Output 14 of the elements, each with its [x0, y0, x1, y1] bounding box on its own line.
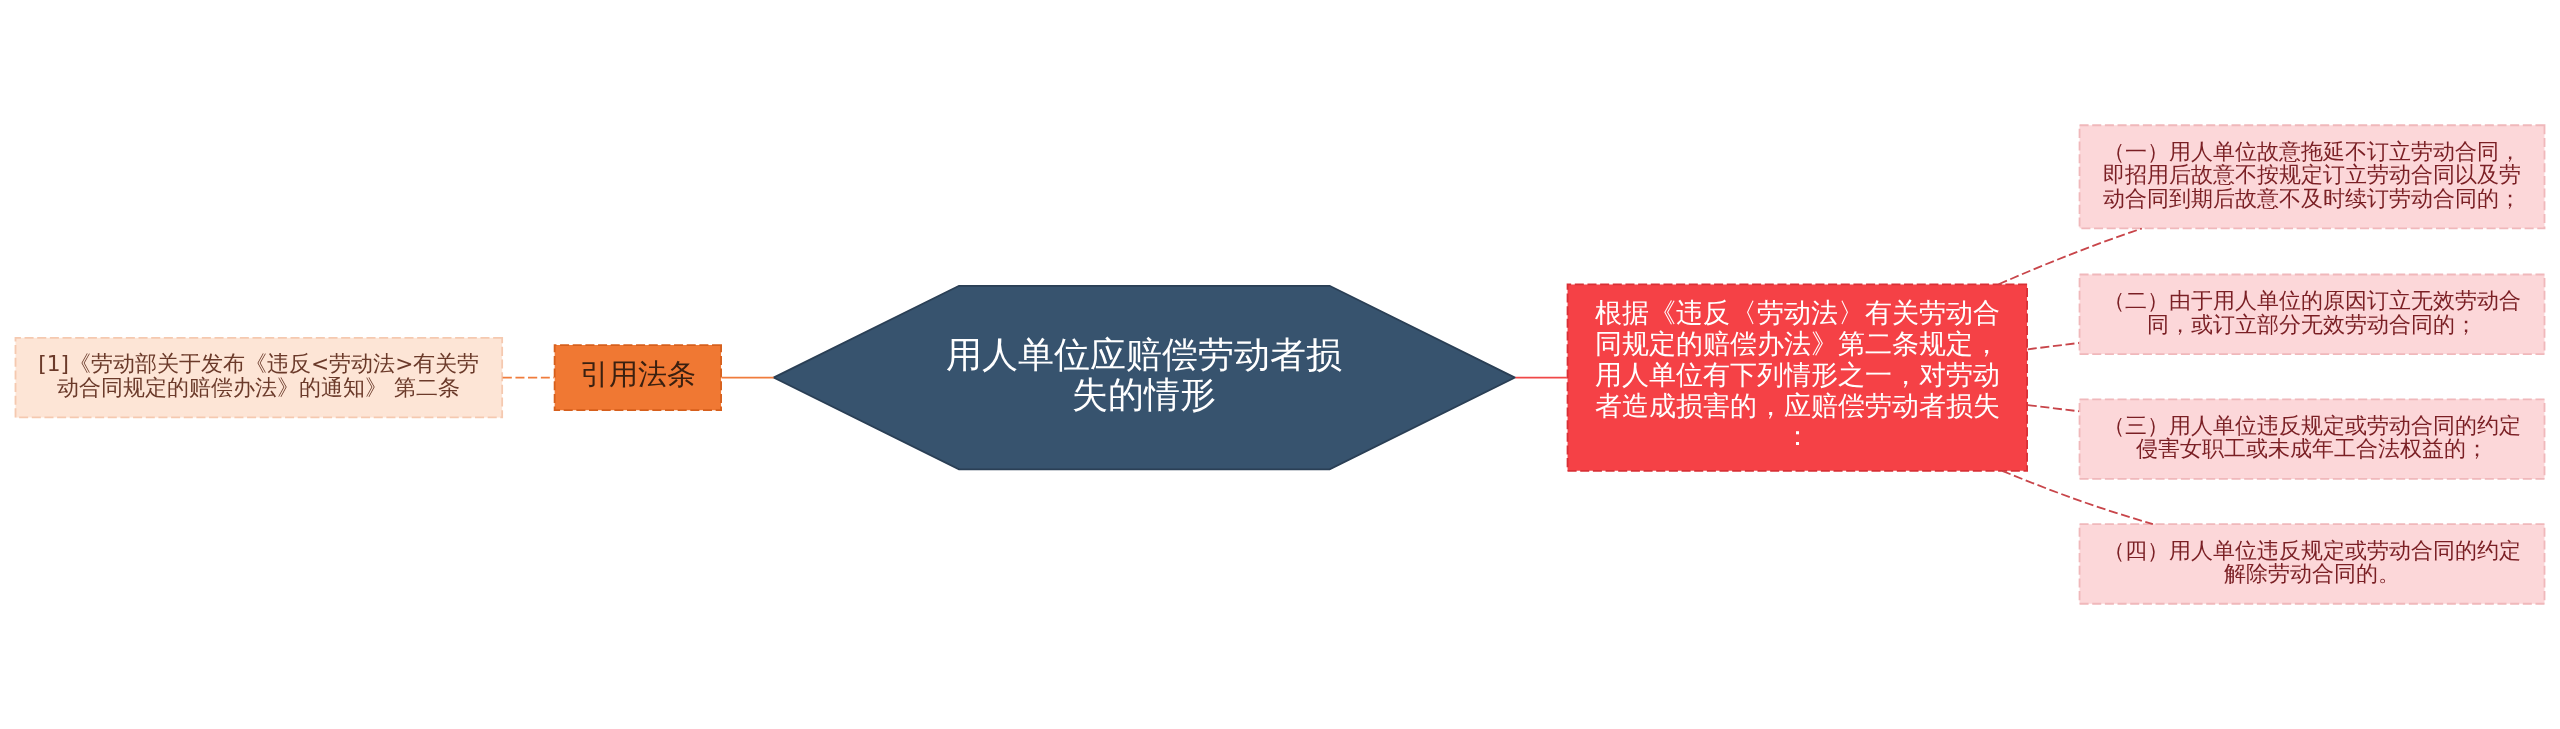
- connector: [2001, 469, 2154, 525]
- node-box: （四）用人单位违反规定或劳动合同的约定解除劳动合同的。: [2078, 523, 2546, 605]
- node-box: （二）由于用人单位的原因订立无效劳动合同，或订立部分无效劳动合同的；: [2078, 273, 2546, 355]
- connector: [2026, 404, 2080, 413]
- connector: [1997, 227, 2143, 286]
- node-box: （三）用人单位违反规定或劳动合同的约定侵害女职工或未成年工合法权益的；: [2078, 398, 2546, 480]
- node-box: （一）用人单位故意拖延不订立劳动合同，即招用后故意不按规定订立劳动合同以及劳动合同到期后故意不及时续订劳动合同的；: [2078, 124, 2546, 230]
- node-box: [1]《劳动部关于发布《违反<劳动法>有关劳动合同规定的赔偿办法》的通知》 第二条: [14, 336, 504, 419]
- connector: [501, 376, 556, 379]
- node-box: 引用法条: [553, 344, 722, 412]
- connector: [2026, 342, 2080, 351]
- connector: [1514, 376, 1568, 379]
- connector: [720, 376, 775, 379]
- node-box: 根据《违反〈劳动法〉有关劳动合同规定的赔偿办法》第二条规定，用人单位有下列情形之一，对劳动者造成损害的，应赔偿劳动者损失：: [1566, 283, 2028, 472]
